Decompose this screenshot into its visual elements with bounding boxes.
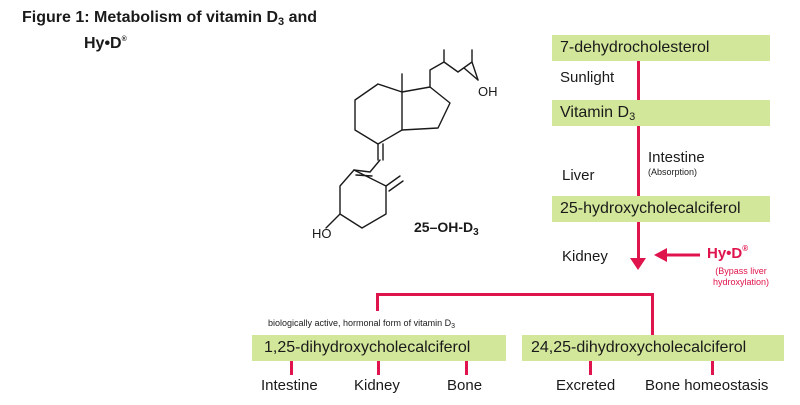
title-line2: Hy•D (84, 35, 122, 52)
target-kidney: Kidney (354, 377, 400, 394)
step-intestine: Intestine (648, 149, 705, 166)
branch-left-down (376, 293, 379, 311)
box-1-25-dihydroxycholecalciferol: 1,25-dihydroxycholecalciferol (252, 335, 506, 361)
box-7-dehydrocholesterol: 7-dehydrocholesterol (552, 35, 770, 61)
molecule-name-subscript: 3 (473, 227, 479, 238)
step-kidney: Kidney (562, 248, 608, 265)
hyd-name: Hy•D (707, 245, 743, 262)
active-note-text: biologically active, hormonal form of vi… (268, 318, 452, 328)
target-bone-homeostasis: Bone homeostasis (645, 377, 769, 394)
tick-bone (465, 361, 468, 375)
active-form-note: biologically active, hormonal form of vi… (268, 318, 455, 330)
pathway-line-2 (637, 126, 640, 196)
hyd-label: Hy•D® (707, 244, 748, 262)
box-24-25-dihydroxycholecalciferol: 24,25-dihydroxycholecalciferol (522, 335, 784, 361)
molecule-name-text: 25–OH-D (414, 219, 474, 235)
pathway-line-1 (637, 60, 640, 100)
box-25-hydroxycholecalciferol: 25-hydroxycholecalciferol (552, 196, 770, 222)
tick-bone-homeostasis (711, 361, 714, 375)
title-subscript: 3 (278, 16, 285, 28)
box-vitamin-d3-text: Vitamin D (560, 104, 630, 121)
title-line1: Figure 1: Metabolism of vitamin D (22, 9, 279, 26)
figure-title: Figure 1: Metabolism of vitamin D3 and H… (22, 9, 317, 52)
target-bone: Bone (447, 377, 483, 394)
tick-kidney (377, 361, 380, 375)
hyd-bypass-note: (Bypass liver hydroxylation) (712, 266, 770, 287)
title-registered: ® (121, 36, 127, 43)
oh-label: OH (478, 84, 498, 99)
tick-excreted (589, 361, 592, 375)
ho-label: HO (312, 226, 332, 241)
target-excreted: Excreted (556, 377, 616, 394)
active-note-sub: 3 (451, 323, 455, 330)
tick-intestine (290, 361, 293, 375)
step-sunlight: Sunlight (560, 69, 615, 86)
box-vitamin-d3-sub: 3 (629, 111, 636, 123)
target-intestine: Intestine (261, 377, 318, 394)
molecule-name: 25–OH-D3 (414, 219, 479, 238)
pathway-line-3 (637, 222, 640, 258)
step-absorption: (Absorption) (648, 167, 698, 177)
title-and: and (284, 9, 318, 26)
box-vitamin-d3: Vitamin D3 (552, 100, 770, 126)
branch-horizontal (376, 293, 654, 296)
branch-right-down (651, 293, 654, 337)
step-liver: Liver (562, 167, 595, 184)
hyd-reg: ® (742, 244, 749, 253)
